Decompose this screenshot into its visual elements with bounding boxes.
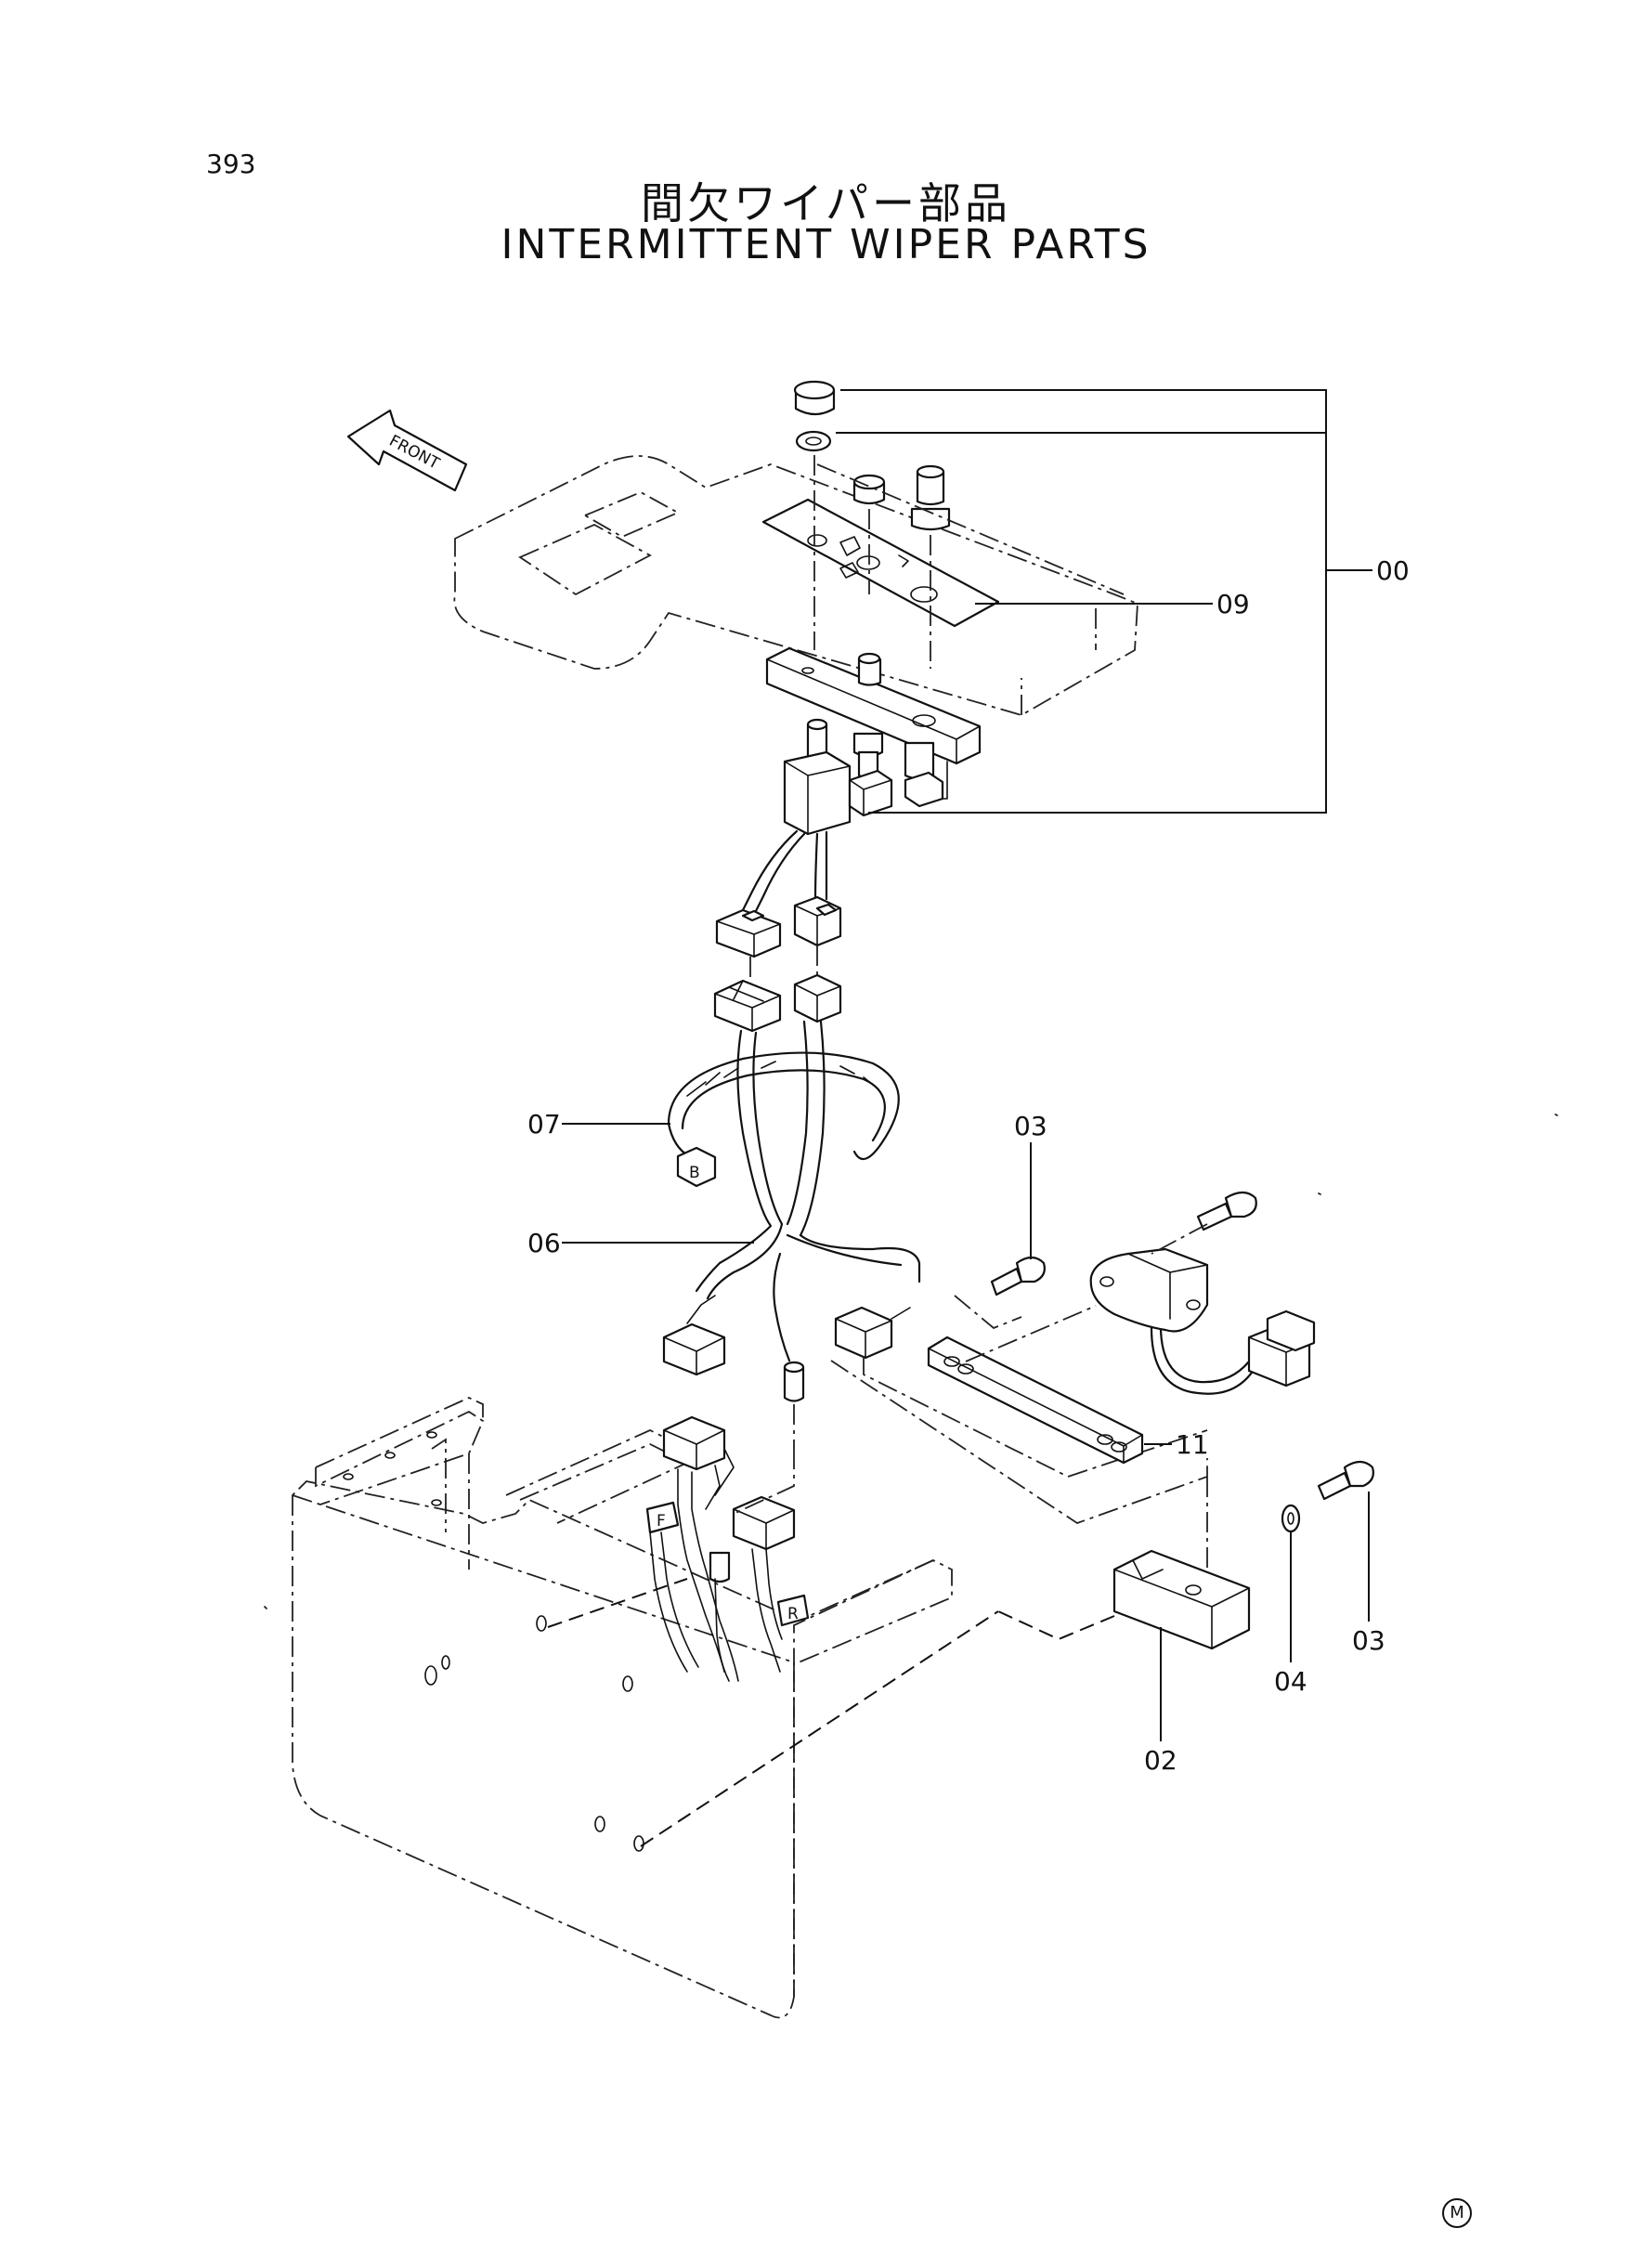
knob-pin (910, 464, 951, 531)
title-english: INTERMITTENT WIPER PARTS (501, 221, 1151, 268)
front-arrow-icon: FRONT (346, 409, 468, 492)
screw-controller (1196, 1191, 1257, 1231)
housing-grommet-r: R (776, 1594, 810, 1627)
harness-terminal (783, 1361, 805, 1402)
callout-03-upper: 03 (1014, 1111, 1047, 1141)
switch-plate (761, 498, 1000, 628)
callout-07: 07 (527, 1109, 561, 1140)
housing-grommet-f: F (645, 1501, 680, 1534)
connector-upper-left (715, 908, 782, 958)
connector-upper-right (793, 895, 842, 947)
callout-04: 04 (1274, 1666, 1307, 1697)
washer-ring (795, 430, 832, 452)
wiper-controller (1089, 1247, 1316, 1395)
screw-03-upper (990, 1256, 1046, 1296)
title-japanese: 間欠ワイパー部品 (640, 178, 1012, 228)
connector-tag-b: B (689, 1164, 700, 1182)
harness-connector-right (834, 1306, 911, 1360)
housing-terminal (709, 1551, 731, 1682)
connector-lower-right (793, 973, 842, 1023)
mounting-plate (927, 1335, 1144, 1465)
maker-mark-icon: M (1442, 2198, 1472, 2228)
clamp-band: B (667, 1051, 900, 1188)
callout-09: 09 (1216, 589, 1250, 619)
switch-bracket (765, 646, 982, 800)
callout-00: 00 (1376, 555, 1410, 586)
callout-02: 02 (1144, 1745, 1177, 1776)
callout-03-lower: 03 (1352, 1625, 1385, 1656)
knob-large (793, 380, 836, 416)
screw-03-lower (1317, 1460, 1374, 1501)
connector-lower-left (713, 979, 782, 1033)
washer-04 (1281, 1504, 1301, 1533)
housing-connector-lower (732, 1495, 796, 1673)
console-phantom-outline (453, 455, 1138, 716)
housing-connector-upper (662, 1415, 739, 1682)
page-number: 393 (206, 149, 256, 179)
connector-tag-f: F (657, 1512, 666, 1531)
switch-body (783, 718, 944, 836)
knob-small (852, 474, 886, 505)
harness-connector-left (662, 1295, 726, 1376)
cover-bracket (1112, 1549, 1251, 1650)
wire-harness (695, 1020, 921, 1362)
callout-06: 06 (527, 1228, 561, 1258)
connector-tag-r: R (787, 1605, 799, 1623)
callout-11: 11 (1176, 1429, 1209, 1460)
leader-00 (840, 389, 1327, 814)
switch-harness (741, 829, 828, 917)
